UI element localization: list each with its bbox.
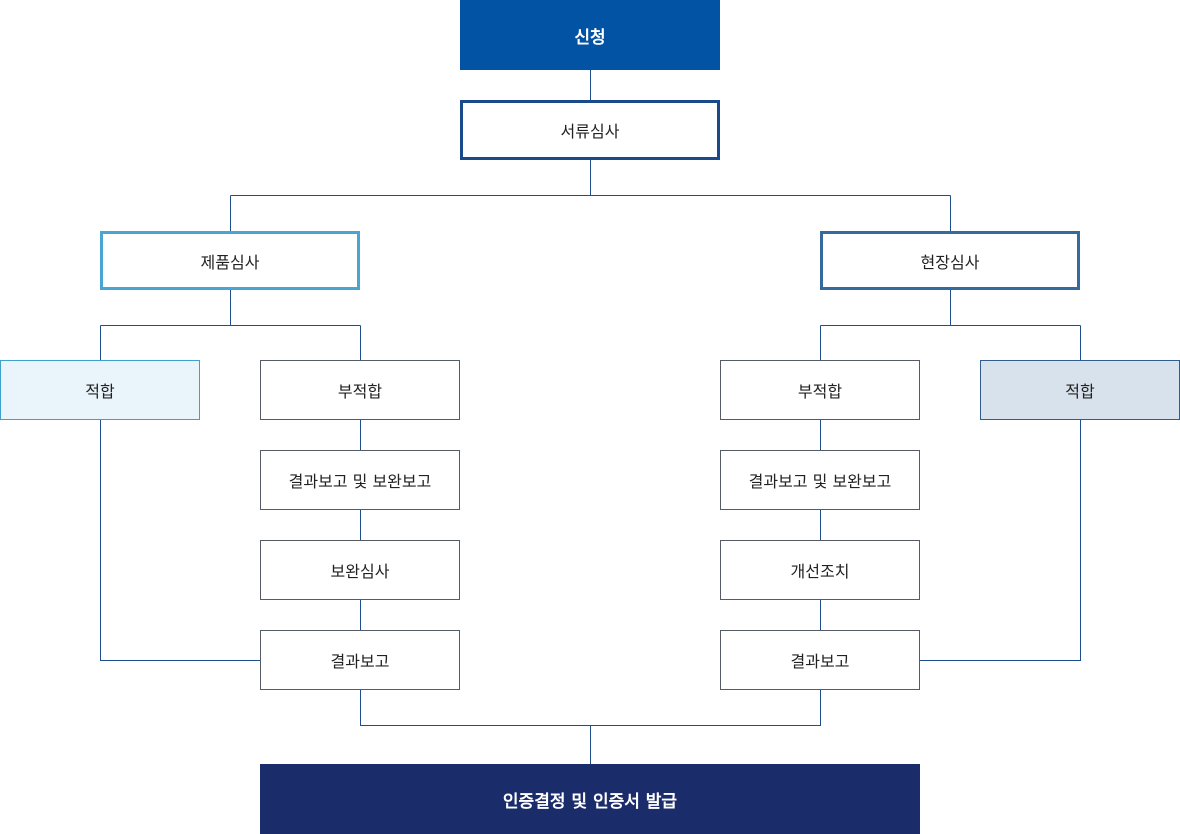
node-right-report-supplement-label: 결과보고 및 보완보고 bbox=[748, 472, 892, 491]
node-doc-review: 서류심사 bbox=[460, 100, 720, 160]
node-left-supplement-review: 보완심사 bbox=[260, 540, 460, 600]
node-final-label: 인증결정 및 인증서 발급 bbox=[502, 791, 678, 812]
node-right-result-label: 결과보고 bbox=[790, 652, 850, 671]
node-left-report-supplement: 결과보고 및 보완보고 bbox=[260, 450, 460, 510]
line-doc-to-branch bbox=[230, 160, 951, 231]
node-right-corrective-action-label: 개선조치 bbox=[790, 562, 850, 581]
node-left-fail: 부적합 bbox=[260, 360, 460, 420]
node-apply: 신청 bbox=[460, 0, 720, 70]
node-final: 인증결정 및 인증서 발급 bbox=[260, 764, 920, 834]
line-left-pass-to-result bbox=[100, 420, 260, 661]
line-results-to-final bbox=[360, 690, 821, 764]
node-product-review-label: 제품심사 bbox=[200, 252, 260, 272]
node-right-corrective-action: 개선조치 bbox=[720, 540, 920, 600]
node-doc-review-label: 서류심사 bbox=[560, 122, 620, 141]
node-right-fail: 부적합 bbox=[720, 360, 920, 420]
node-right-fail-label: 부적합 bbox=[797, 382, 843, 401]
line-site-branch bbox=[820, 289, 1081, 360]
node-right-pass: 적합 bbox=[980, 360, 1180, 420]
node-left-pass-label: 적합 bbox=[85, 382, 115, 401]
node-site-review-label: 현장심사 bbox=[920, 252, 980, 272]
node-left-report-supplement-label: 결과보고 및 보완보고 bbox=[288, 472, 432, 491]
line-right-pass-to-result bbox=[920, 420, 1081, 661]
line-product-branch bbox=[100, 289, 361, 360]
node-right-pass-label: 적합 bbox=[1065, 382, 1095, 401]
node-site-review: 현장심사 bbox=[820, 231, 1080, 290]
node-right-report-supplement: 결과보고 및 보완보고 bbox=[720, 450, 920, 510]
node-apply-label: 신청 bbox=[574, 27, 606, 48]
node-left-pass: 적합 bbox=[0, 360, 200, 420]
node-product-review: 제품심사 bbox=[100, 231, 360, 290]
node-left-supplement-review-label: 보완심사 bbox=[330, 562, 390, 581]
node-left-result-label: 결과보고 bbox=[330, 652, 390, 671]
node-left-result: 결과보고 bbox=[260, 630, 460, 690]
node-right-result: 결과보고 bbox=[720, 630, 920, 690]
node-left-fail-label: 부적합 bbox=[337, 382, 383, 401]
